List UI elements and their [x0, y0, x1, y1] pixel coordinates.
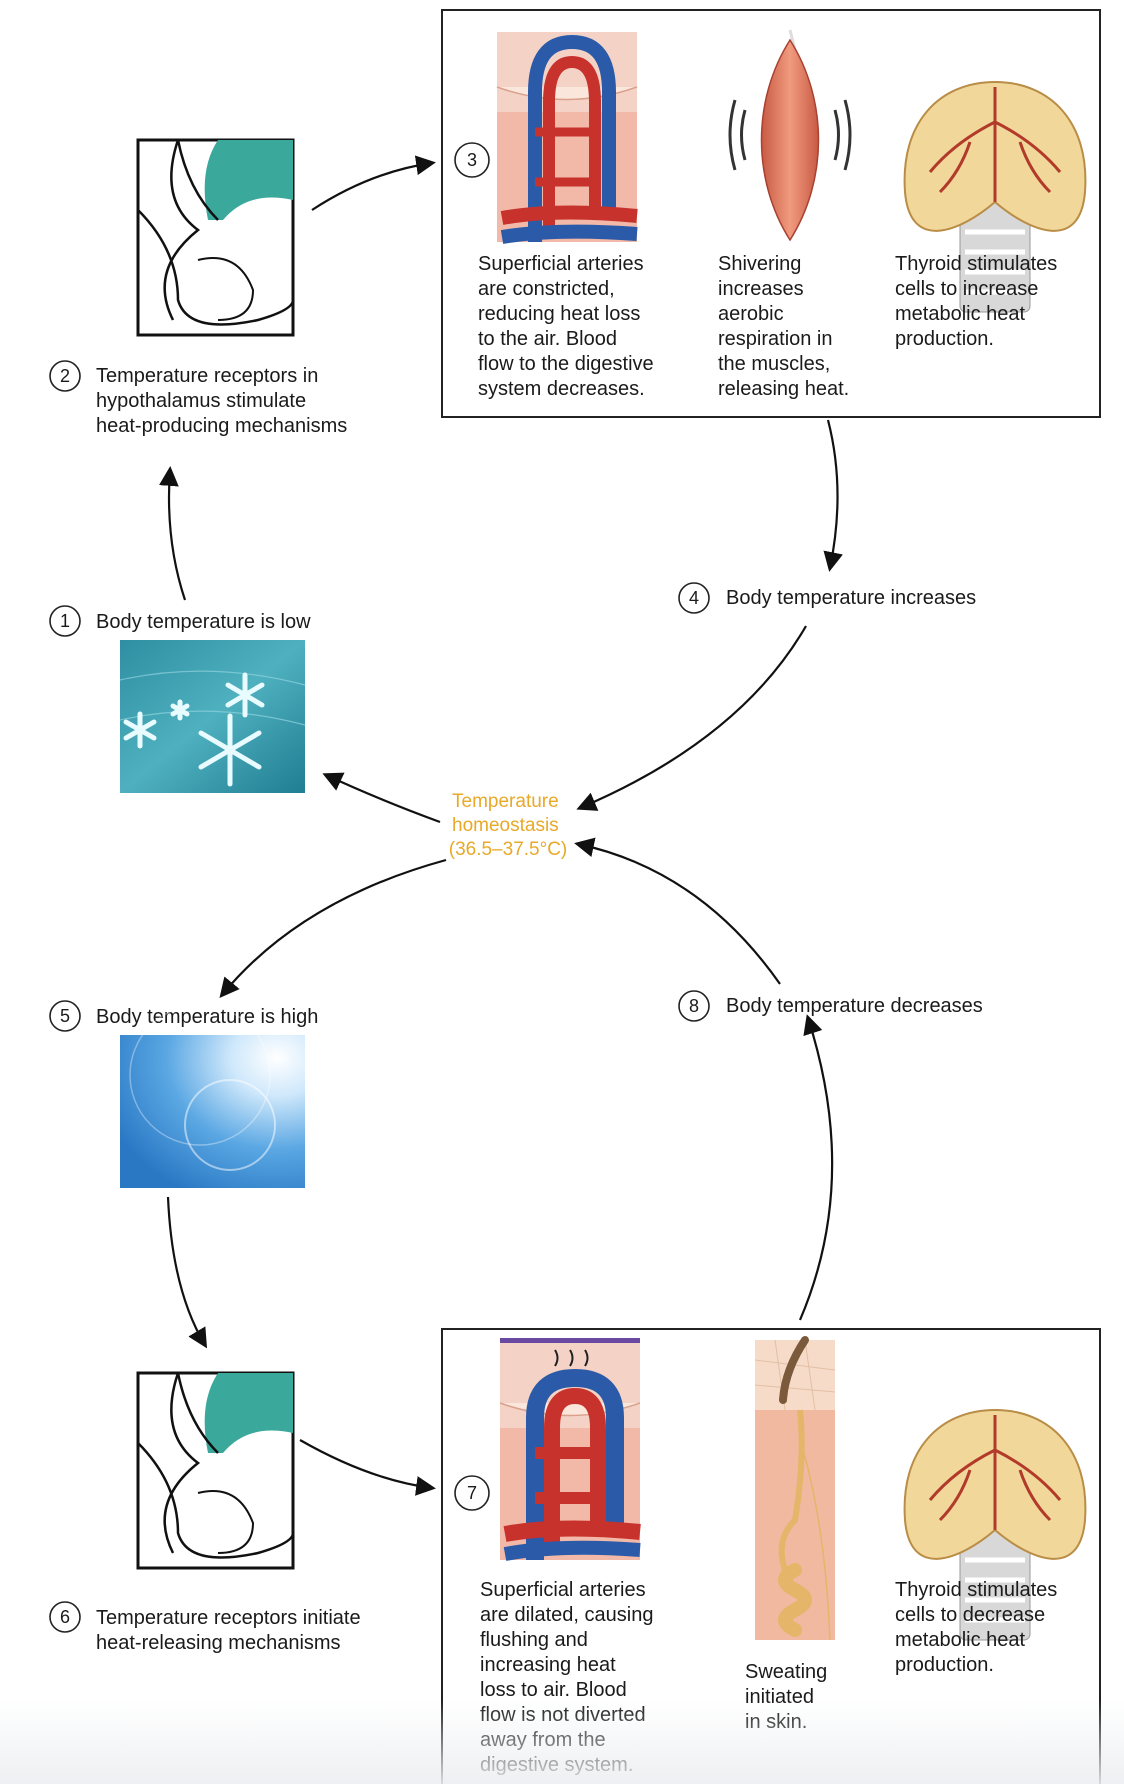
muscle-icon [728, 29, 852, 242]
shivering-text: Shivering increases aerobic respiration … [718, 253, 849, 400]
step-7-circle [454, 1475, 490, 1511]
step-6-number: 6 [60, 1607, 70, 1627]
snowflake-icon [119, 640, 306, 793]
step-4-label: Body temperature increases [726, 587, 976, 609]
step-3-number: 3 [467, 150, 477, 170]
heat-producing-arteries-text: Superficial arteries are constricted, re… [478, 253, 659, 400]
step-2-circle [49, 360, 81, 392]
step-6-circle [49, 1601, 81, 1633]
blood-vessel-icon-dilated [499, 1338, 641, 1561]
step-8-circle [678, 990, 710, 1022]
arrow-box7-to-step8 [798, 1014, 834, 1321]
thyroid-icon [903, 80, 1087, 313]
arrow-hot-to-hypothalamus [166, 1196, 208, 1349]
step-7-number: 7 [467, 1483, 477, 1503]
arrow-homeostasis-to-cold [322, 772, 441, 824]
sweat-gland-icon [754, 1336, 836, 1641]
thyroid-increase-text: Thyroid stimulates cells to increase met… [895, 253, 1063, 350]
arrow-step4-to-homeostasis [576, 625, 807, 811]
thyroid-icon-bottom [903, 1408, 1087, 1641]
sun-icon [120, 1004, 305, 1188]
temperature-homeostasis-label: Temperature homeostasis (36.5–37.5°C) [449, 791, 568, 860]
step-2-text: Temperature receptors in hypothalamus st… [96, 365, 347, 437]
arrow-box3-to-step4 [823, 419, 843, 572]
step-5-circle [49, 1000, 81, 1032]
step-5-label: Body temperature is high [96, 1006, 318, 1028]
step-2-number: 2 [60, 366, 70, 386]
thyroid-decrease-text: Thyroid stimulates cells to decrease met… [895, 1579, 1063, 1676]
blood-vessel-icon [496, 32, 638, 244]
step-8-label: Body temperature decreases [726, 995, 983, 1017]
step-3-circle [454, 142, 490, 178]
step-1-label: Body temperature is low [96, 611, 311, 633]
hypothalamus-icon [136, 138, 295, 337]
step-4-number: 4 [689, 588, 699, 608]
step-5-number: 5 [60, 1006, 70, 1026]
arrow-homeostasis-to-step5 [219, 858, 447, 999]
step-4-circle [678, 582, 710, 614]
cycle-arrows [158, 155, 843, 1496]
step-1-number: 1 [60, 611, 70, 631]
arrow-hypothalamus-to-box3 [311, 155, 436, 211]
step-1-circle [49, 605, 81, 637]
hypothalamus-icon-bottom [136, 1371, 295, 1570]
arrow-hypothalamus-to-box7 [299, 1439, 436, 1496]
step-6-text: Temperature receptors initiate heat-rele… [96, 1607, 366, 1654]
arrow-step8-to-homeostasis [574, 837, 781, 985]
arrow-step1-to-step2 [158, 466, 187, 601]
step-8-number: 8 [689, 996, 699, 1016]
